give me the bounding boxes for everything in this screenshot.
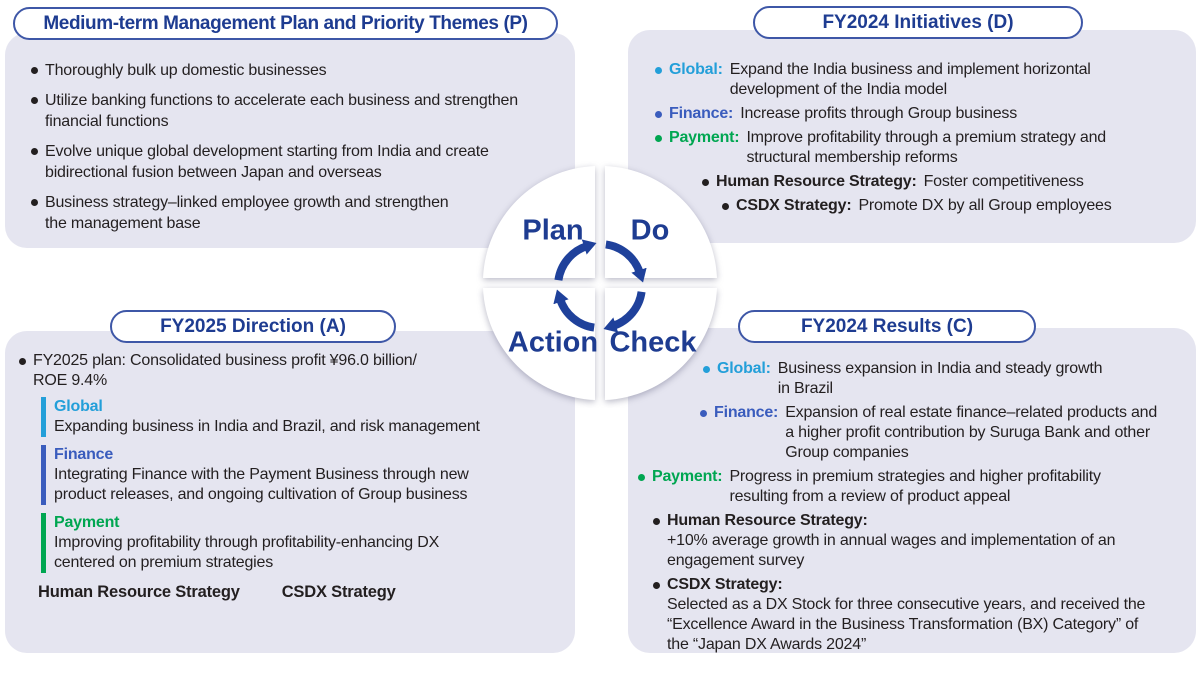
list-item: Thoroughly bulk up domestic businesses <box>31 60 557 81</box>
bullet-dot-icon <box>31 198 38 206</box>
pdca-wheel <box>483 166 717 400</box>
list-item: Utilize banking functions to accelerate … <box>31 90 557 132</box>
item-text: Progress in premium strategies and highe… <box>729 468 1101 505</box>
list-item: CSDX Strategy: Promote DX by all Group e… <box>722 196 1186 216</box>
item-text: Expansion of real estate finance–related… <box>785 404 1158 461</box>
bullet-dot-icon <box>31 147 38 155</box>
strategy-footer: Human Resource Strategy CSDX Strategy <box>38 583 561 602</box>
item-label: Global: <box>717 360 771 377</box>
footer-label: CSDX Strategy <box>281 583 396 601</box>
list-item: Finance: Expansion of real estate financ… <box>700 403 1188 463</box>
wheel-label-check: Check <box>609 326 697 359</box>
item-text: +10% average growth in annual wages and … <box>667 532 1116 569</box>
bullet-dot-icon <box>653 517 660 525</box>
item-label: CSDX Strategy: <box>736 197 852 214</box>
item-text: Expand the India business and implement … <box>729 61 1091 98</box>
list-item: Payment: Improve profitability through a… <box>655 128 1186 168</box>
wheel-label-do: Do <box>630 214 670 247</box>
panel-fy2025-direction: FY2025 plan: Consolidated business profi… <box>5 331 575 653</box>
item-text: Evolve unique global development startin… <box>45 143 489 181</box>
list-item: Human Resource Strategy: Foster competit… <box>702 172 1186 192</box>
list-item: Finance: Increase profits through Group … <box>655 104 1186 124</box>
strategy-block-payment: Payment Improving profitability through … <box>41 513 561 573</box>
bullet-dot-icon <box>722 202 729 210</box>
item-label: Finance: <box>669 105 734 122</box>
list-item: Evolve unique global development startin… <box>31 141 557 183</box>
bullet-dot-icon <box>703 365 710 373</box>
block-label: Global <box>54 398 103 415</box>
item-label: Payment: <box>652 468 723 485</box>
strategy-block-finance: Finance Integrating Finance with the Pay… <box>41 445 561 505</box>
item-text: Increase profits through Group business <box>740 105 1018 122</box>
bullet-dot-icon <box>702 178 709 186</box>
panel-fy2024-initiatives: Global: Expand the India business and im… <box>628 30 1196 243</box>
block-label: Payment <box>54 514 120 531</box>
panel-fy2024-results: Global: Business expansion in India and … <box>628 328 1196 653</box>
list-item: Business strategy–linked employee growth… <box>31 192 557 234</box>
panel-title-fy2024-initiatives: FY2024 Initiatives (D) <box>753 6 1083 39</box>
wheel-label-plan: Plan <box>522 214 584 247</box>
item-text: Promote DX by all Group employees <box>858 197 1112 214</box>
wheel-quadrant-do <box>605 166 717 278</box>
item-text: FY2025 plan: Consolidated business profi… <box>33 352 417 389</box>
item-text: Business expansion in India and steady g… <box>777 360 1103 397</box>
panel-title-fy2025-direction: FY2025 Direction (A) <box>110 310 396 343</box>
block-text: Expanding business in India and Brazil, … <box>54 418 480 435</box>
list-item: Global: Business expansion in India and … <box>703 359 1188 399</box>
block-label: Finance <box>54 446 114 463</box>
panel-title-medium-term-plan: Medium-term Management Plan and Priority… <box>13 7 558 40</box>
panel-medium-term-plan: Thoroughly bulk up domestic businesses U… <box>5 33 575 248</box>
bullet-dot-icon <box>31 96 38 104</box>
item-text: Foster competitiveness <box>923 173 1084 190</box>
bullet-dot-icon <box>655 134 662 142</box>
item-text: Utilize banking functions to accelerate … <box>45 92 518 130</box>
item-label: CSDX Strategy: <box>667 576 783 593</box>
item-label: Human Resource Strategy: <box>667 512 868 529</box>
wheel-quadrant-plan <box>483 166 595 278</box>
wheel-label-action: Action <box>507 326 599 359</box>
item-label: Human Resource Strategy: <box>716 173 917 190</box>
bullet-dot-icon <box>19 357 26 365</box>
bullet-dot-icon <box>655 110 662 118</box>
list-item: Global: Expand the India business and im… <box>655 60 1186 100</box>
panel-title-fy2024-results: FY2024 Results (C) <box>738 310 1036 343</box>
list-item: Payment: Progress in premium strategies … <box>638 467 1188 507</box>
item-text: Business strategy–linked employee growth… <box>45 194 449 232</box>
item-text: Thoroughly bulk up domestic businesses <box>45 62 327 79</box>
list-item: FY2025 plan: Consolidated business profi… <box>19 351 561 391</box>
item-text: Improve profitability through a premium … <box>746 129 1106 166</box>
bullet-dot-icon <box>638 473 645 481</box>
bullet-dot-icon <box>31 66 38 74</box>
item-label: Payment: <box>669 129 740 146</box>
block-text: Integrating Finance with the Payment Bus… <box>54 466 469 503</box>
item-text: Selected as a DX Stock for three consecu… <box>667 596 1146 653</box>
footer-label: Human Resource Strategy <box>38 583 240 601</box>
bullet-dot-icon <box>700 409 707 417</box>
list-item: Human Resource Strategy: +10% average gr… <box>653 511 1188 571</box>
item-label: Global: <box>669 61 723 78</box>
item-label: Finance: <box>714 404 779 421</box>
bullet-dot-icon <box>655 66 662 74</box>
pdca-cycle-arrows-icon <box>553 239 647 333</box>
block-text: Improving profitability through profitab… <box>54 534 440 571</box>
bullet-dot-icon <box>653 581 660 589</box>
strategy-block-global: Global Expanding business in India and B… <box>41 397 561 437</box>
list-item: CSDX Strategy: Selected as a DX Stock fo… <box>653 575 1188 655</box>
